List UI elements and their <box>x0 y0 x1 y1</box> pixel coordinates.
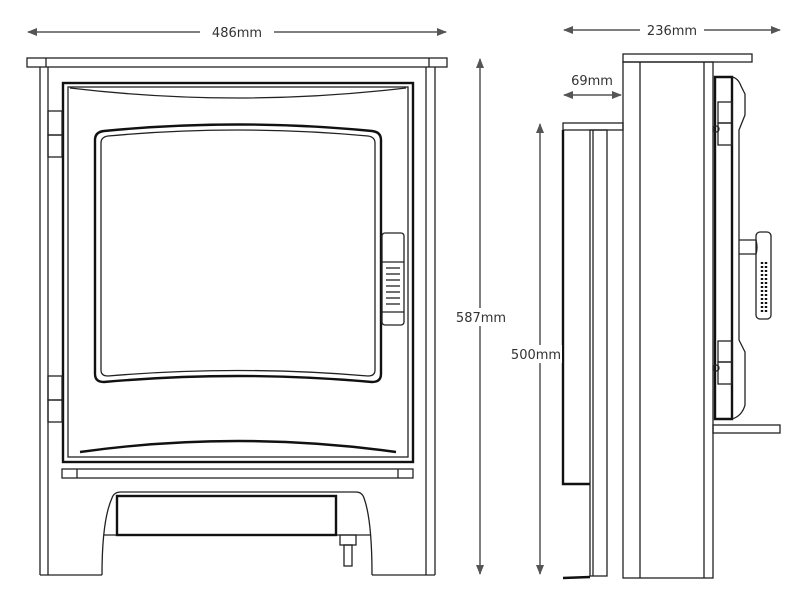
control-knob <box>339 534 357 567</box>
side-offset-label: 69mm <box>571 74 613 89</box>
door-hinges <box>47 110 63 423</box>
door-window <box>93 123 383 384</box>
dimension-front-width: 486mm <box>27 26 447 41</box>
side-depth-label: 236mm <box>647 24 697 39</box>
dimension-side-depth: 236mm <box>563 24 781 39</box>
front-height-label: 587mm <box>456 311 506 326</box>
left-side-post <box>39 67 49 575</box>
side-ledge <box>712 424 781 434</box>
front-view <box>26 57 448 576</box>
side-handle <box>739 231 772 320</box>
dimension-front-height: 587mm <box>455 58 507 575</box>
dimension-side-offset: 69mm <box>563 74 622 99</box>
side-top-plate <box>622 53 753 63</box>
door <box>61 81 415 464</box>
top-plate <box>26 57 448 68</box>
ash-pan-base <box>101 491 373 576</box>
door-handle <box>381 232 405 326</box>
dimension-side-height: 500mm <box>510 123 562 575</box>
front-width-label: 486mm <box>212 26 262 41</box>
side-height-label: 500mm <box>511 348 561 363</box>
ledge <box>61 468 414 479</box>
side-front-panel <box>561 122 624 580</box>
side-body <box>622 61 714 579</box>
side-door <box>712 75 746 421</box>
side-view <box>561 53 781 580</box>
right-side-post <box>425 67 436 575</box>
